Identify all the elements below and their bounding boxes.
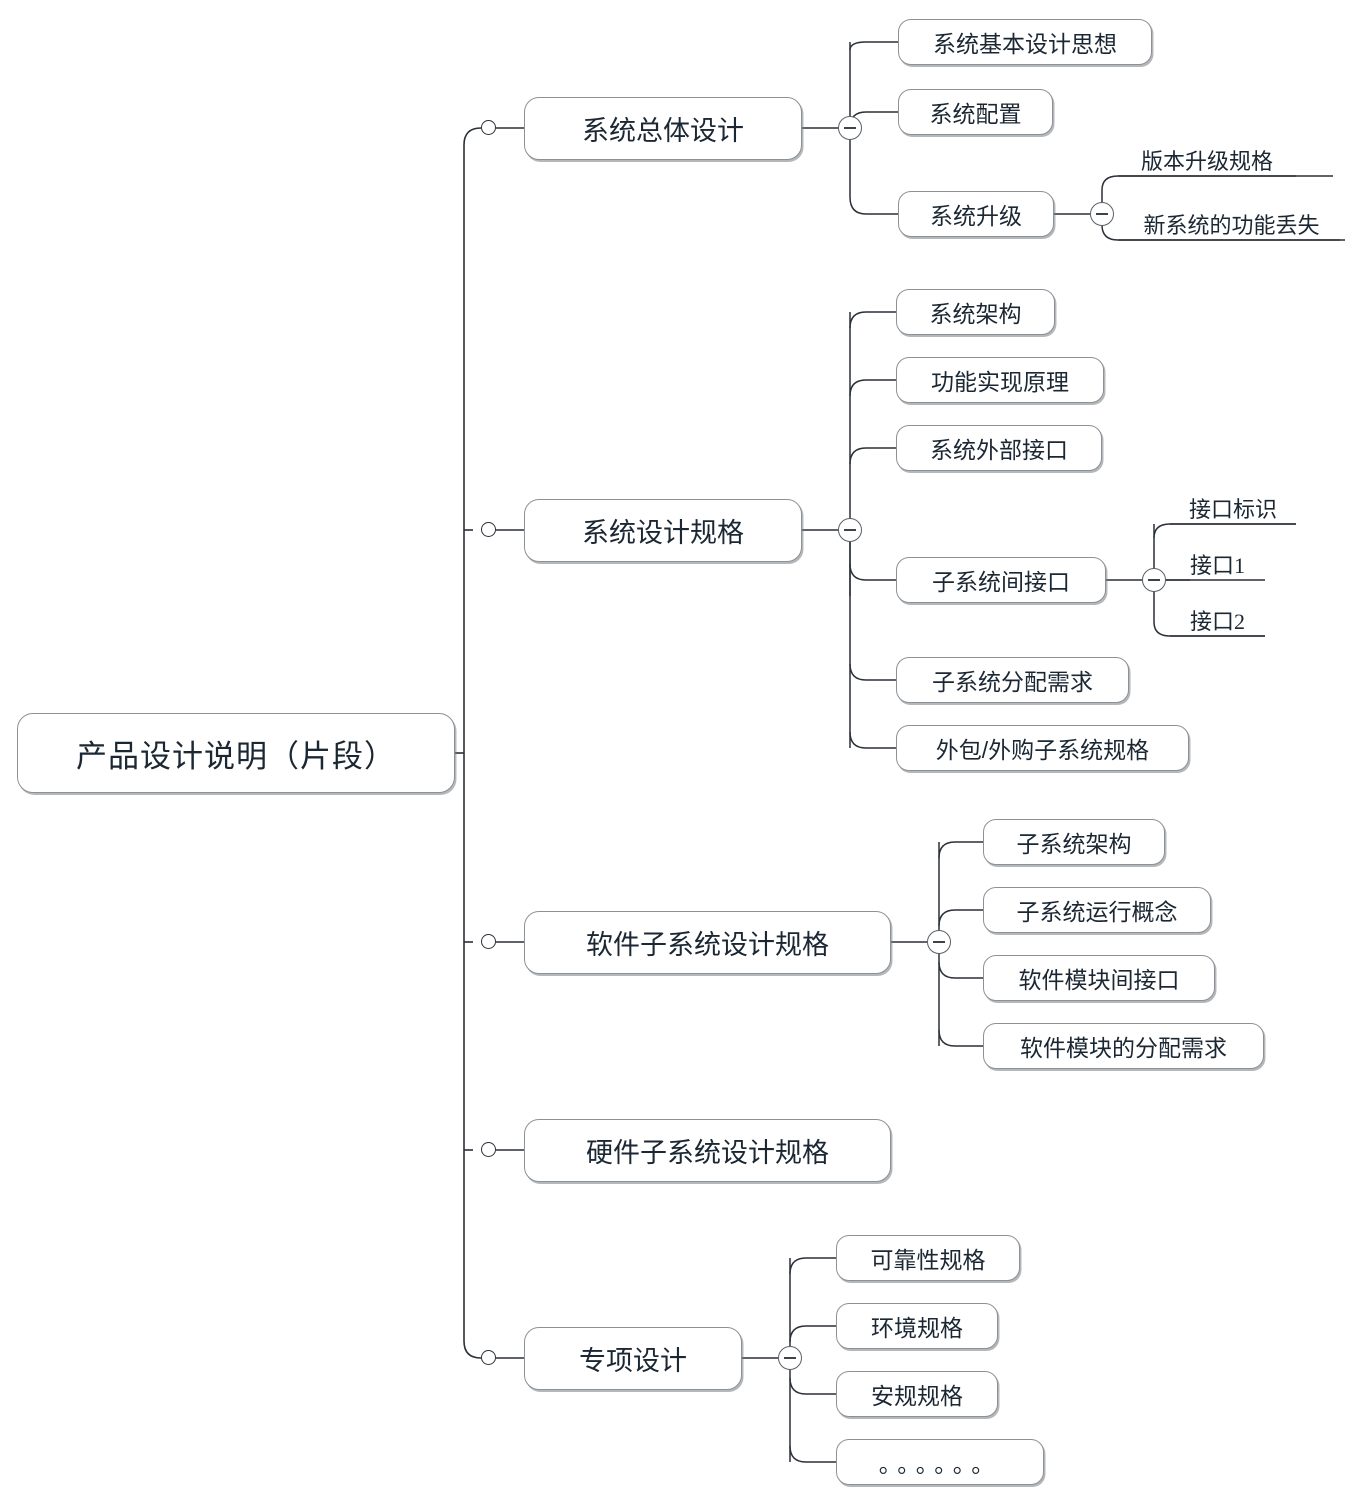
node-label: 可靠性规格 — [870, 1247, 986, 1273]
node-hardware-subsystem-design-spec[interactable]: 硬件子系统设计规格 — [524, 1119, 891, 1182]
leaf-label: 接口1 — [1189, 553, 1245, 578]
node-label: 子系统架构 — [1016, 831, 1132, 857]
node-system-architecture[interactable]: 系统架构 — [896, 289, 1055, 335]
node-inter-subsystem-interface[interactable]: 子系统间接口 — [896, 557, 1106, 603]
branch-connector-dot-5[interactable] — [481, 1350, 496, 1365]
leaf-interface-identifier[interactable]: 接口标识 — [1170, 491, 1296, 524]
node-label: 专项设计 — [579, 1346, 687, 1376]
leaf-label: 接口2 — [1189, 609, 1245, 634]
node-label: 系统升级 — [930, 203, 1022, 229]
leaf-version-upgrade-spec[interactable]: 版本升级规格 — [1118, 143, 1296, 176]
node-label: 系统总体设计 — [582, 116, 744, 146]
collapse-toggle-system-upgrade[interactable] — [1090, 202, 1114, 226]
node-system-basic-design-idea[interactable]: 系统基本设计思想 — [898, 19, 1152, 65]
node-label: 系统架构 — [929, 301, 1022, 327]
branch-connector-dot-1[interactable] — [481, 120, 496, 135]
node-label: 硬件子系统设计规格 — [586, 1138, 829, 1168]
node-label: 系统外部接口 — [930, 437, 1068, 463]
node-label: 。。。。。。 — [878, 1451, 1002, 1477]
leaf-interface-2[interactable]: 接口2 — [1170, 603, 1265, 636]
node-label: 软件子系统设计规格 — [586, 930, 829, 960]
leaf-label: 新系统的功能丢失 — [1143, 213, 1320, 238]
node-reliability-spec[interactable]: 可靠性规格 — [836, 1235, 1020, 1281]
node-label: 子系统分配需求 — [932, 669, 1093, 695]
node-system-overall-design[interactable]: 系统总体设计 — [524, 97, 802, 160]
branch-connector-dot-2[interactable] — [481, 522, 496, 537]
node-label: 环境规格 — [871, 1315, 963, 1341]
collapse-toggle-special-design[interactable] — [778, 1346, 802, 1370]
node-subsystem-operation-concept[interactable]: 子系统运行概念 — [983, 887, 1211, 933]
node-system-configuration[interactable]: 系统配置 — [898, 89, 1053, 135]
node-function-realization-principle[interactable]: 功能实现原理 — [896, 357, 1104, 403]
node-label: 功能实现原理 — [931, 369, 1069, 395]
node-software-module-allocation-requirement[interactable]: 软件模块的分配需求 — [983, 1023, 1264, 1069]
root-node-label: 产品设计说明（片段） — [76, 738, 396, 774]
leaf-label: 版本升级规格 — [1140, 149, 1273, 174]
node-subsystem-architecture[interactable]: 子系统架构 — [983, 819, 1165, 865]
node-environment-spec[interactable]: 环境规格 — [836, 1303, 998, 1349]
node-label: 系统设计规格 — [582, 518, 744, 548]
node-system-upgrade[interactable]: 系统升级 — [898, 191, 1054, 237]
node-label: 软件模块的分配需求 — [1020, 1035, 1227, 1061]
node-label: 软件模块间接口 — [1018, 967, 1180, 993]
node-inter-software-module-interface[interactable]: 软件模块间接口 — [983, 955, 1215, 1001]
collapse-toggle-system-overall-design[interactable] — [838, 116, 862, 140]
node-outsourced-subsystem-spec[interactable]: 外包/外购子系统规格 — [896, 725, 1189, 771]
node-label: 外包/外购子系统规格 — [935, 737, 1150, 763]
branch-connector-dot-3[interactable] — [481, 934, 496, 949]
node-system-external-interface[interactable]: 系统外部接口 — [896, 425, 1102, 471]
node-ellipsis[interactable]: 。。。。。。 — [836, 1439, 1044, 1485]
node-software-subsystem-design-spec[interactable]: 软件子系统设计规格 — [524, 911, 891, 974]
node-label: 系统基本设计思想 — [933, 31, 1117, 57]
collapse-toggle-inter-subsystem-interface[interactable] — [1142, 568, 1166, 592]
branch-connector-dot-4[interactable] — [481, 1142, 496, 1157]
node-system-design-spec[interactable]: 系统设计规格 — [524, 499, 802, 562]
node-subsystem-allocation-requirement[interactable]: 子系统分配需求 — [896, 657, 1129, 703]
leaf-interface-1[interactable]: 接口1 — [1170, 547, 1265, 580]
node-label: 系统配置 — [929, 101, 1022, 127]
node-safety-regulation-spec[interactable]: 安规规格 — [836, 1371, 998, 1417]
node-special-design[interactable]: 专项设计 — [524, 1327, 742, 1390]
leaf-label: 接口标识 — [1188, 497, 1277, 522]
collapse-toggle-system-design-spec[interactable] — [838, 518, 862, 542]
node-label: 子系统间接口 — [932, 569, 1070, 595]
node-label: 安规规格 — [871, 1383, 963, 1409]
collapse-toggle-software-subsystem-design-spec[interactable] — [927, 930, 951, 954]
root-node[interactable]: 产品设计说明（片段） — [17, 713, 455, 793]
node-label: 子系统运行概念 — [1016, 899, 1178, 925]
leaf-new-system-function-loss[interactable]: 新系统的功能丢失 — [1118, 207, 1345, 240]
